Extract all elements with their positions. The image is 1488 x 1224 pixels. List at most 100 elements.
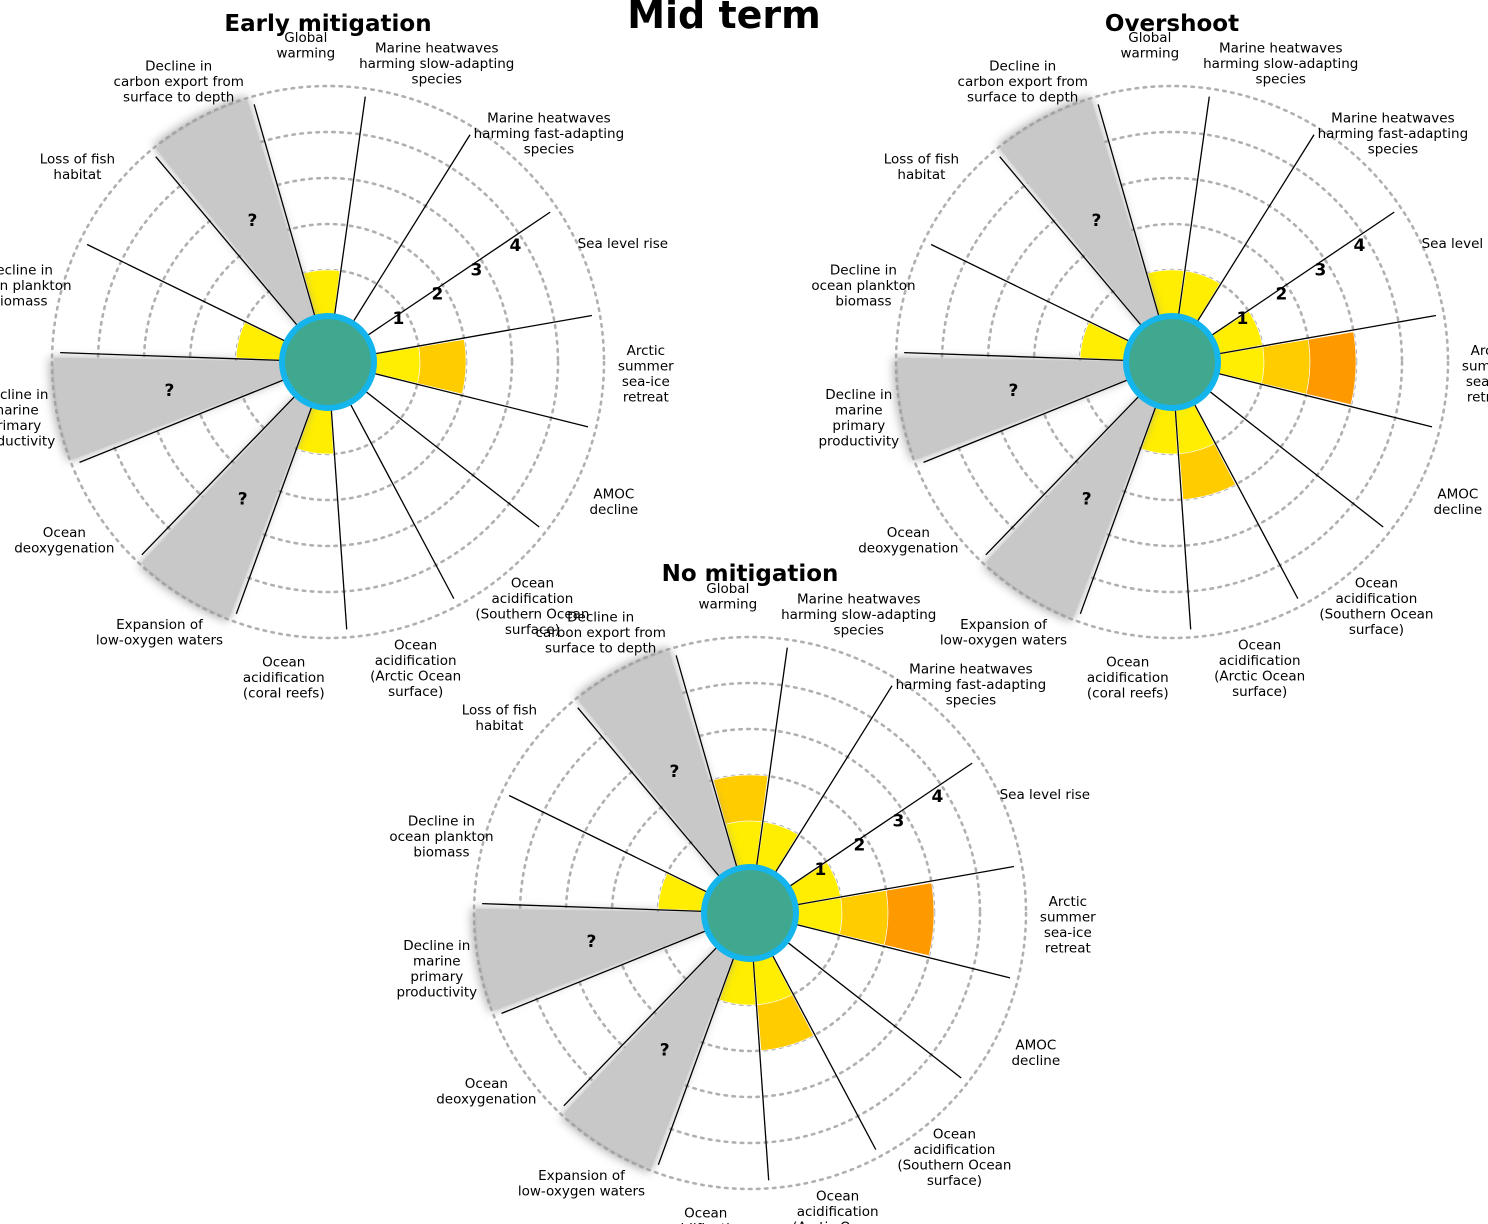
ring-label: 1 [392,309,404,329]
bar-segment [757,994,814,1051]
unknown-marker: ? [165,381,175,401]
unknown-marker: ? [1091,211,1101,231]
spoke-line [501,929,708,1014]
figure-title: Mid term [627,0,821,37]
unknown-marker: ? [669,762,679,782]
ring-label: 3 [1314,260,1326,280]
spoke-line [363,389,540,528]
spoke-line [577,707,721,879]
category-label: Sea level rise [1422,236,1488,252]
spoke-line [923,378,1130,463]
bar-segment [1179,443,1236,500]
spoke-line [675,655,738,869]
spoke-line [1217,314,1437,355]
spoke-line [657,956,735,1166]
spoke-line [253,104,316,318]
unknown-bar [898,357,1131,460]
spoke-line [985,394,1141,556]
chart-title: Early mitigation [224,11,431,37]
spoke-line [79,378,286,463]
spoke-line [787,762,973,888]
spoke-line [999,156,1143,328]
bar-segment [753,953,793,1006]
spoke-line [755,647,788,868]
bar-segment [1305,331,1357,406]
ring-label: 4 [509,236,521,256]
spoke-line [1193,402,1299,599]
ring-label: 4 [1353,236,1365,256]
unknown-bar [1000,100,1160,328]
spoke-line [930,243,1131,343]
spoke-line [372,372,589,428]
spoke-line [155,156,299,328]
spoke-line [1209,211,1395,337]
spoke-line [482,902,705,913]
spoke-line [1195,134,1315,324]
bar-segment [1175,402,1215,455]
bar-segment [417,339,467,395]
unknown-marker: ? [247,211,257,231]
spoke-line [1097,104,1160,318]
spoke-line [795,865,1015,906]
center-disc [1123,313,1221,411]
bar-segment [883,882,935,957]
spoke-line [508,794,709,894]
category-label: Sea level rise [578,236,668,252]
spoke-line [333,96,366,317]
spoke-line [365,211,551,337]
ring-label: 4 [931,787,943,807]
center-disc [279,313,377,411]
spoke-line [235,405,313,615]
spoke-line [351,134,471,324]
unknown-bar [563,945,735,1169]
unknown-marker: ? [1082,490,1092,510]
center-disc [701,864,799,962]
spoke-line [86,243,287,343]
spoke-line [794,923,1011,979]
bar-segment [712,774,769,825]
bar-segment [1079,322,1131,361]
ring-label: 1 [1236,309,1248,329]
spoke-line [904,351,1127,362]
ring-label: 1 [814,860,826,880]
spoke-line [60,351,283,362]
spoke-line [373,314,593,355]
unknown-bar [156,100,316,328]
unknown-marker: ? [660,1041,670,1061]
spoke-line [330,407,348,630]
ring-label: 2 [431,285,443,305]
spoke-line [752,958,770,1181]
ring-label: 3 [470,260,482,280]
spoke-line [1174,407,1192,630]
